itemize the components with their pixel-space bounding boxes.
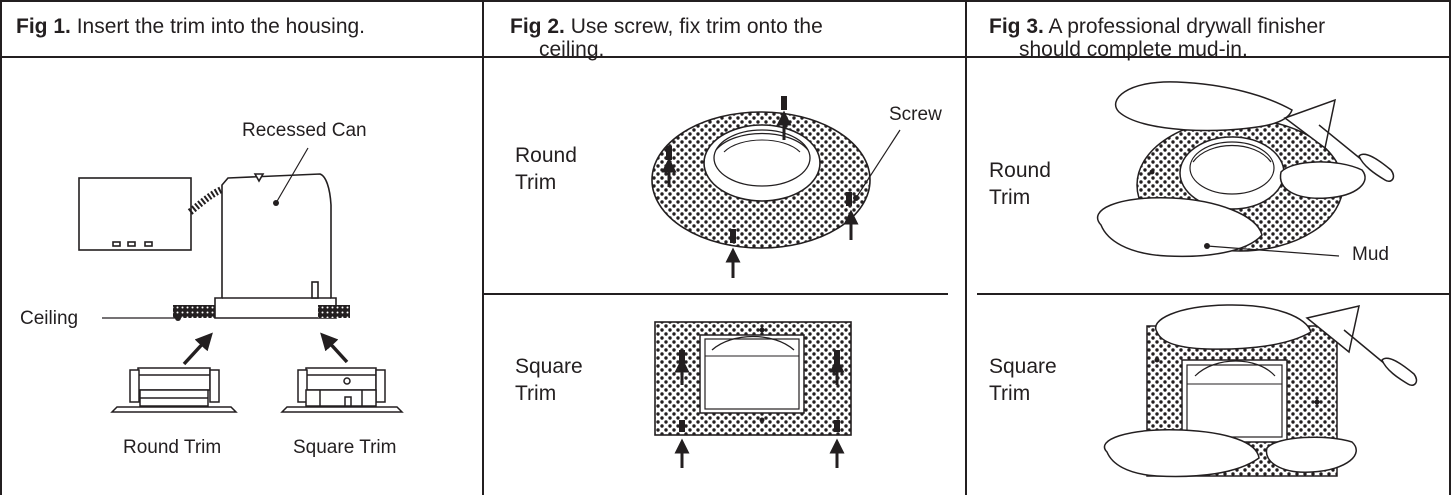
screw-leader xyxy=(855,129,901,199)
square-trim-plate-shape xyxy=(654,321,852,436)
trowel-round-shape xyxy=(1283,98,1337,150)
fig2-illustration xyxy=(651,96,901,468)
fig3-caption-line1: A professional drywall finisher xyxy=(1048,15,1326,38)
fig3-header xyxy=(967,0,1451,58)
recessed-can-label: Recessed Can xyxy=(242,120,367,141)
fig3-caption: Fig 3. A professional drywall finisher xyxy=(989,14,1325,39)
mud-blob-square-top xyxy=(1154,304,1312,350)
fig3-round-label-2: Trim xyxy=(989,186,1031,209)
fig3-illustration xyxy=(1096,81,1418,478)
recessed-can-leader xyxy=(275,147,309,204)
trowel-square-shape xyxy=(1305,305,1360,354)
fig3-caption-line2: should complete mud-in. xyxy=(1019,38,1248,61)
fig2-row-divider xyxy=(484,293,948,295)
insert-arrow-right xyxy=(320,332,349,364)
mud-blob-square-bottom-right xyxy=(1265,436,1357,473)
fig2-caption-line1: Use screw, fix trim onto the xyxy=(570,15,823,38)
fig2-header xyxy=(484,0,967,58)
fig1-illustration xyxy=(78,147,404,413)
fig1-label: Fig 1. xyxy=(16,15,71,38)
mud-leader xyxy=(1206,245,1340,257)
fig1-header xyxy=(0,0,484,58)
fig1-panel: Fig 1. Insert the trim into the housing.… xyxy=(0,0,484,495)
round-trim-label: Round Trim xyxy=(123,437,222,458)
fig3-panel: Fig 3. A professional drywall finisher s… xyxy=(967,0,1451,495)
fig2-caption-line2: ceiling. xyxy=(539,38,605,61)
mud-label: Mud xyxy=(1352,244,1389,265)
fig2-round-label-1: Round xyxy=(515,144,577,167)
ceiling-right-shape xyxy=(318,305,350,318)
recessed-can-shape xyxy=(214,173,337,319)
fig3-square-label-2: Trim xyxy=(989,382,1031,405)
fig2-label: Fig 2. xyxy=(510,15,565,38)
mud-blob-top xyxy=(1114,81,1293,132)
square-screws-shape xyxy=(679,350,840,432)
round-trim-plate-shape xyxy=(651,111,871,249)
fig3-label: Fig 3. xyxy=(989,15,1044,38)
fig3-square-label-1: Square xyxy=(989,355,1057,378)
ceiling-left-shape xyxy=(173,305,215,318)
fig2-square-label-1: Square xyxy=(515,355,583,378)
junction-box-shape xyxy=(78,177,192,251)
screw-label: Screw xyxy=(889,104,942,125)
fig3-row-divider xyxy=(977,293,1451,295)
insert-arrow-left xyxy=(182,332,213,366)
fig1-caption-text: Insert the trim into the housing. xyxy=(76,15,366,38)
fig2-panel: Fig 2. Use screw, fix trim onto the ceil… xyxy=(484,0,967,495)
mud-blob-bottom xyxy=(1096,197,1263,258)
square-trim-unit-shape xyxy=(280,367,404,413)
mud-blob-right xyxy=(1279,161,1366,199)
mud-blob-square-bottom-left xyxy=(1103,429,1260,478)
ceiling-label: Ceiling xyxy=(20,308,79,329)
fig2-round-label-2: Trim xyxy=(515,171,557,194)
square-trim-label: Square Trim xyxy=(293,437,397,458)
fig2-square-label-2: Trim xyxy=(515,382,557,405)
round-screws-shape xyxy=(666,96,852,243)
fig1-caption: Fig 1. Insert the trim into the housing. xyxy=(16,14,365,39)
fig3-round-label-1: Round xyxy=(989,159,1051,182)
fig2-caption: Fig 2. Use screw, fix trim onto the xyxy=(510,14,823,39)
round-trim-unit-shape xyxy=(110,367,238,413)
